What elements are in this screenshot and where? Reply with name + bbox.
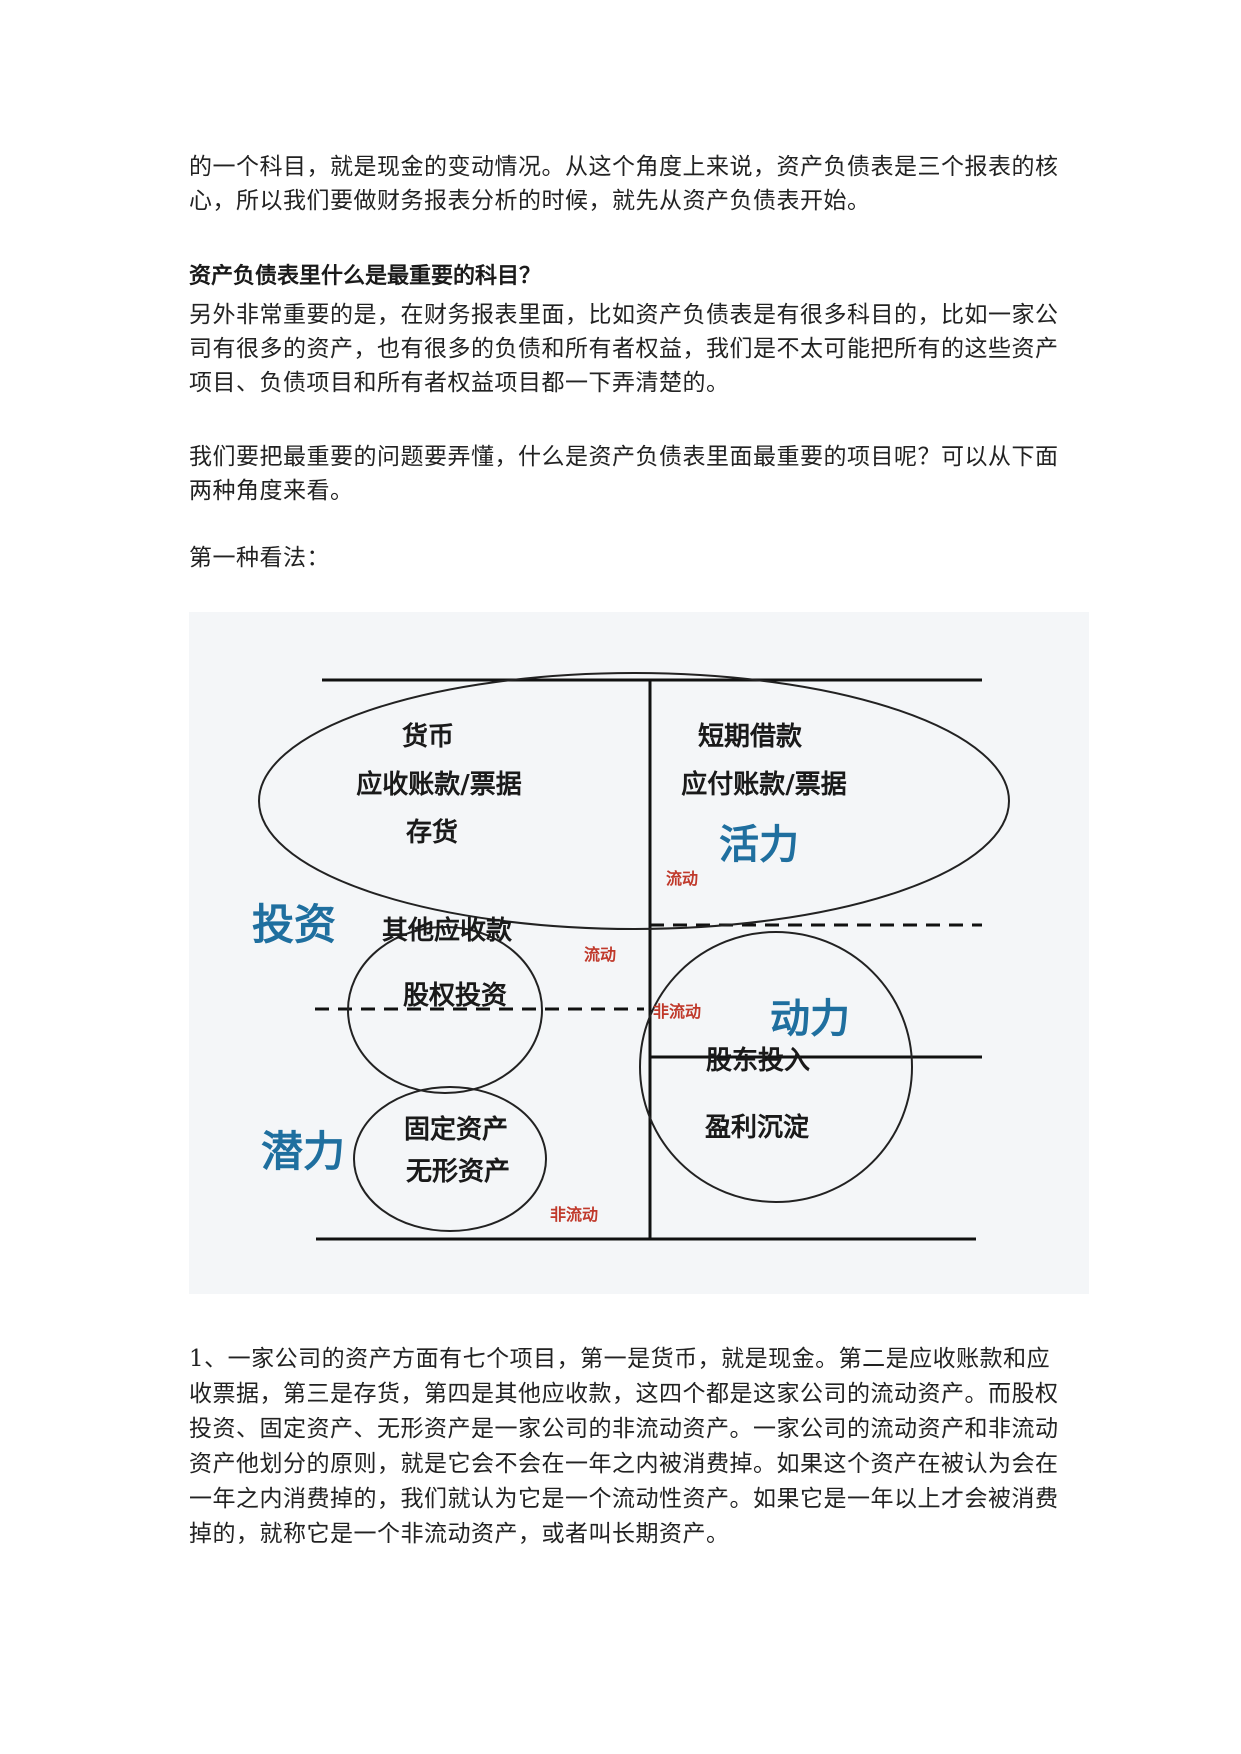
label-retained-earnings: 盈利沉淀 [704,1112,810,1143]
investment-ellipse [347,926,543,1094]
potential-ellipse [353,1086,547,1232]
label-other-receivables: 其他应收款 [382,915,513,946]
label-fixed-assets: 固定资产 [404,1114,508,1145]
intro-paragraph: 的一个科目，就是现金的变动情况。从这个角度上来说，资产负债表是三个报表的核心，所… [189,154,1059,214]
label-inventory: 存货 [406,817,458,848]
current-items-ellipse [258,672,1010,930]
label-equity-investment: 股权投资 [403,981,507,1011]
balance-sheet-diagram: 货币 应收账款/票据 存货 短期借款 应付账款/票据 活力 流动 投资 其他应收… [189,612,1089,1294]
label-receivables: 应收账款/票据 [356,769,522,800]
label-payables: 应付账款/票据 [681,769,847,800]
power-ellipse [639,931,913,1203]
paragraph-many-accounts: 另外非常重要的是，在财务报表里面，比如资产负债表是有很多科目的，比如一家公司有很… [189,302,1059,396]
diagram-canvas: 货币 应收账款/票据 存货 短期借款 应付账款/票据 活力 流动 投资 其他应收… [252,672,1010,1241]
label-intangible-assets: 无形资产 [406,1157,510,1187]
tag-liquid-middle: 流动 [584,945,616,964]
paragraph-key-question: 我们要把最重要的问题要弄懂，什么是资产负债表里面最重要的项目呢？可以从下面两种角… [189,444,1059,504]
section-heading: 资产负债表里什么是最重要的科目？ [189,263,542,289]
label-vitality: 活力 [719,822,799,868]
tag-nonliquid-middle: 非流动 [653,1002,701,1021]
paragraph-seven-items: 1、一家公司的资产方面有七个项目，第一是货币，就是现金。第二是应收账款和应收票据… [189,1346,1059,1547]
label-potential: 潜力 [261,1127,345,1176]
paragraph-first-view: 第一种看法： [189,545,330,571]
label-currency: 货币 [402,721,454,752]
label-power: 动力 [770,996,850,1042]
label-investment: 投资 [252,900,336,949]
tag-liquid-top: 流动 [666,869,698,888]
tag-nonliquid-bottom: 非流动 [550,1205,598,1224]
label-shareholder-input: 股东投入 [706,1045,810,1076]
label-short-term-loans: 短期借款 [698,722,803,752]
